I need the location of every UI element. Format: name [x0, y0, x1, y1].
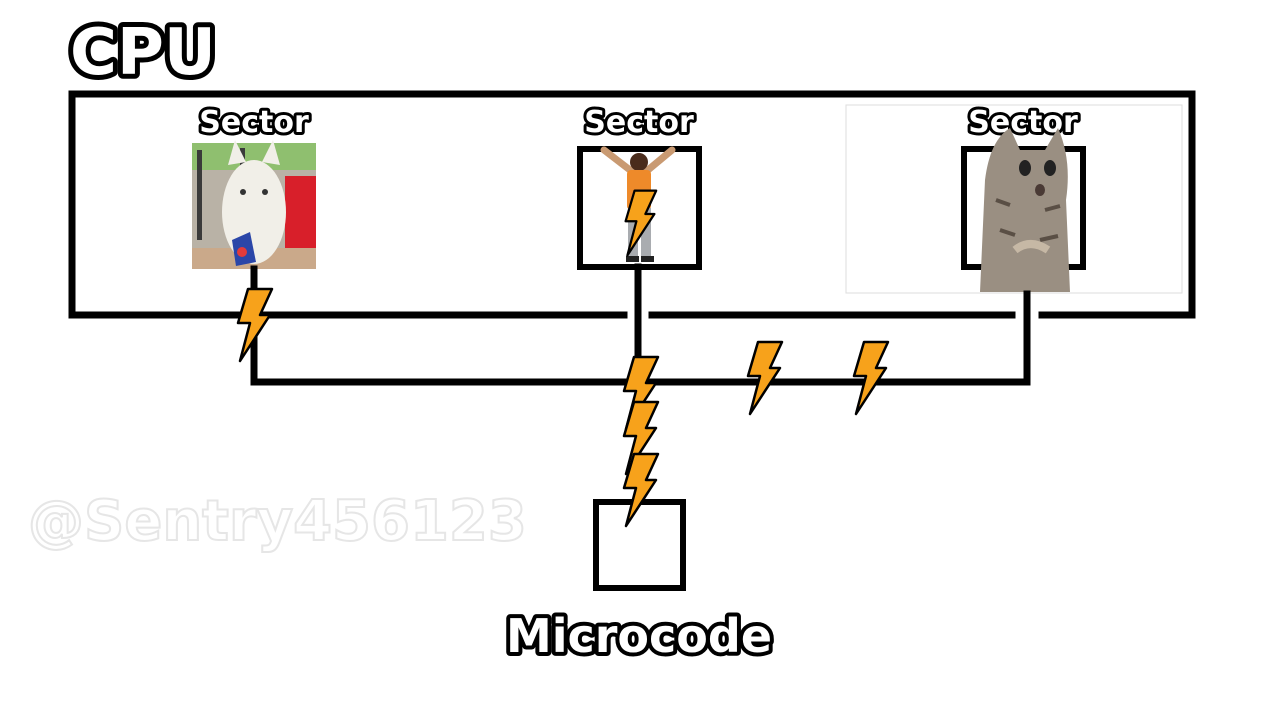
lightning-bolt-icon	[852, 340, 890, 416]
sector-2-label: Sector	[584, 105, 694, 140]
sector-3-image	[980, 128, 1070, 292]
cpu-frame	[68, 90, 1196, 319]
cpu-title: CPU	[70, 16, 216, 90]
lightning-bolt-icon	[746, 340, 784, 416]
sector-1-image	[192, 140, 316, 269]
microcode-box	[593, 499, 686, 591]
microcode-label: Microcode	[506, 609, 772, 663]
sector-1-label: Sector	[199, 105, 309, 140]
watermark: @Sentry456123	[28, 489, 527, 554]
sector-3-label: Sector	[968, 105, 1078, 140]
